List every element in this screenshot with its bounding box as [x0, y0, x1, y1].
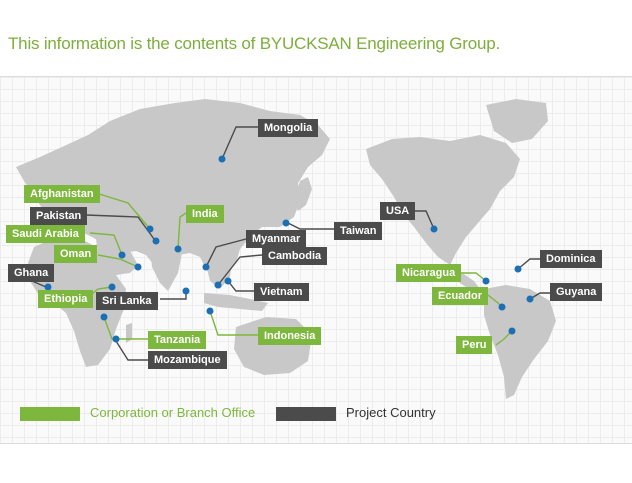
- leader-myanmar: [205, 238, 247, 268]
- leader-tanzania: [103, 316, 150, 340]
- dot-myanmar: [202, 263, 210, 271]
- india-landmass: [150, 243, 182, 291]
- dot-indonesia: [206, 307, 214, 315]
- label-afghanistan: Afghanistan: [24, 185, 100, 203]
- eurasia-landmass: [16, 99, 330, 283]
- label-myanmar: Myanmar: [246, 230, 307, 248]
- legend-corporation-swatch: [20, 407, 80, 421]
- dot-sri-lanka: [182, 287, 190, 295]
- leader-usa: [414, 210, 435, 230]
- label-mozambique: Mozambique: [148, 351, 227, 369]
- leader-ghana: [31, 280, 47, 288]
- world-map-panel: Mongolia Afghanistan India Pakistan Saud…: [0, 76, 632, 444]
- legend-project-swatch: [276, 407, 336, 421]
- label-dominica: Dominica: [540, 250, 602, 268]
- legend-project-label: Project Country: [346, 405, 436, 420]
- leader-saudi-arabia: [89, 232, 123, 256]
- dot-taiwan: [282, 219, 290, 227]
- madagascar-landmass: [126, 323, 132, 343]
- dot-guyana: [526, 295, 534, 303]
- leader-dominica: [517, 258, 540, 270]
- label-guyana: Guyana: [550, 283, 603, 301]
- label-taiwan: Taiwan: [334, 222, 383, 240]
- label-oman: Oman: [54, 245, 98, 263]
- dot-usa: [430, 225, 438, 233]
- leader-mozambique: [115, 340, 150, 361]
- leader-peru: [495, 330, 513, 346]
- dot-vietnam: [224, 277, 232, 285]
- label-ecuador: Ecuador: [432, 287, 489, 305]
- label-cambodia: Cambodia: [262, 247, 328, 265]
- leader-guyana: [529, 292, 550, 300]
- south-america-landmass: [484, 285, 556, 399]
- page-heading: This information is the contents of BYUC…: [8, 34, 500, 53]
- greenland-landmass: [486, 99, 548, 143]
- dot-tanzania: [100, 313, 108, 321]
- dot-ghana: [44, 283, 52, 291]
- label-usa: USA: [380, 202, 416, 220]
- label-saudi-arabia: Saudi Arabia: [6, 225, 85, 243]
- leader-oman: [97, 254, 139, 268]
- label-sri-lanka: Sri Lanka: [96, 292, 158, 310]
- label-tanzania: Tanzania: [148, 331, 207, 349]
- leader-nicaragua: [460, 272, 487, 282]
- leader-mongolia: [221, 126, 258, 160]
- indochina-landmass: [206, 247, 232, 289]
- leader-india: [177, 212, 187, 250]
- leader-afghanistan: [95, 192, 151, 230]
- dot-saudi-arabia: [118, 251, 126, 259]
- dot-dominica: [514, 265, 522, 273]
- dot-mongolia: [218, 155, 226, 163]
- dot-cambodia: [214, 281, 222, 289]
- dot-ecuador: [498, 303, 506, 311]
- label-ethiopia: Ethiopia: [38, 290, 94, 308]
- label-indonesia: Indonesia: [258, 327, 322, 345]
- label-mongolia: Mongolia: [258, 119, 319, 137]
- label-pakistan: Pakistan: [30, 207, 88, 225]
- dot-nicaragua: [482, 277, 490, 285]
- leader-lines: [31, 126, 550, 361]
- label-peru: Peru: [456, 336, 493, 354]
- leader-cambodia: [217, 254, 263, 286]
- label-vietnam: Vietnam: [254, 283, 309, 301]
- japan-landmass: [294, 177, 312, 211]
- leader-sri-lanka: [160, 291, 187, 300]
- dot-mozambique: [112, 335, 120, 343]
- label-india: India: [186, 205, 224, 223]
- leader-indonesia: [209, 310, 258, 336]
- label-nicaragua: Nicaragua: [396, 264, 462, 282]
- leader-taiwan: [287, 222, 334, 230]
- label-ghana: Ghana: [8, 264, 55, 282]
- dot-pakistan: [152, 237, 160, 245]
- dot-india: [174, 245, 182, 253]
- dot-peru: [508, 327, 516, 335]
- dot-oman: [134, 263, 142, 271]
- dot-ethiopia: [108, 283, 116, 291]
- dot-afghanistan: [146, 225, 154, 233]
- legend-corporation-label: Corporation or Branch Office: [90, 405, 256, 420]
- indonesia-landmass: [204, 293, 268, 311]
- australia-landmass: [234, 317, 312, 375]
- location-dots: [44, 155, 534, 343]
- north-america-landmass: [366, 135, 520, 265]
- leader-vietnam: [227, 280, 254, 292]
